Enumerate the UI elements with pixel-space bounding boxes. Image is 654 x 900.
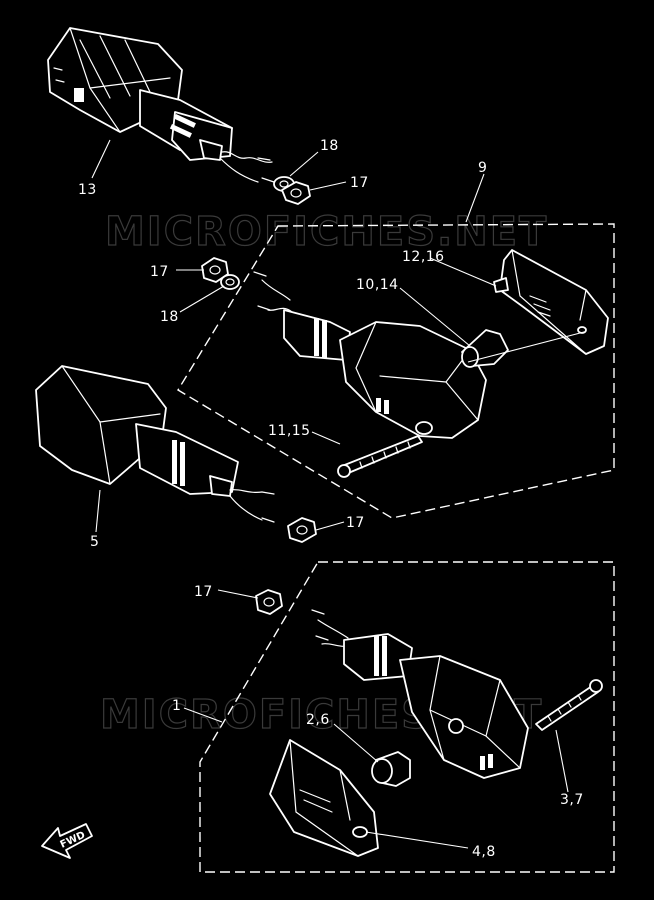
nut-17-mid (201, 257, 229, 283)
callout-10-14: 10,14 (356, 277, 399, 293)
callout-11-15: 11,15 (268, 423, 311, 439)
leader-lines (91, 139, 585, 849)
callout-9: 9 (478, 160, 487, 176)
callout-17-lower: 17 (346, 515, 365, 531)
screw-11-15 (337, 435, 423, 478)
lens-4-8 (269, 739, 379, 857)
turn-signal-assembly-1 (311, 609, 529, 779)
nut-17-lower (287, 517, 317, 543)
callout-3-7: 3,7 (560, 792, 584, 808)
turn-signal-assembly-5 (35, 365, 275, 523)
watermark-top: MICROFICHES.NET (105, 209, 548, 255)
callout-12-16: 12,16 (402, 249, 445, 265)
callout-1: 1 (172, 698, 181, 714)
callout-13: 13 (78, 182, 97, 198)
turn-signal-assembly-13 (47, 27, 275, 183)
assembly-outline-9 (177, 223, 615, 519)
callout-17-top: 17 (350, 175, 369, 191)
bulb-10-14 (461, 329, 509, 368)
washer-18-mid (220, 274, 240, 290)
callout-17-mid: 17 (150, 264, 169, 280)
screw-3-7 (535, 679, 603, 731)
turn-signal-assembly-9 (253, 271, 487, 439)
forward-direction-arrow: FWD (41, 823, 93, 859)
callout-labels: 13 18 17 9 17 12,16 10,14 18 11,15 5 17 … (78, 138, 584, 860)
callout-18-mid: 18 (160, 309, 179, 325)
callout-17-bottom: 17 (194, 584, 213, 600)
callout-4-8: 4,8 (472, 844, 496, 860)
callout-5: 5 (90, 534, 99, 550)
callout-2-6: 2,6 (306, 712, 330, 728)
nut-17-top (281, 181, 311, 205)
nut-17-bottom (255, 589, 283, 615)
lens-12-16 (493, 249, 609, 355)
callout-18-top: 18 (320, 138, 339, 154)
bulb-2-6 (371, 751, 411, 787)
assembly-outline-1 (199, 561, 615, 873)
